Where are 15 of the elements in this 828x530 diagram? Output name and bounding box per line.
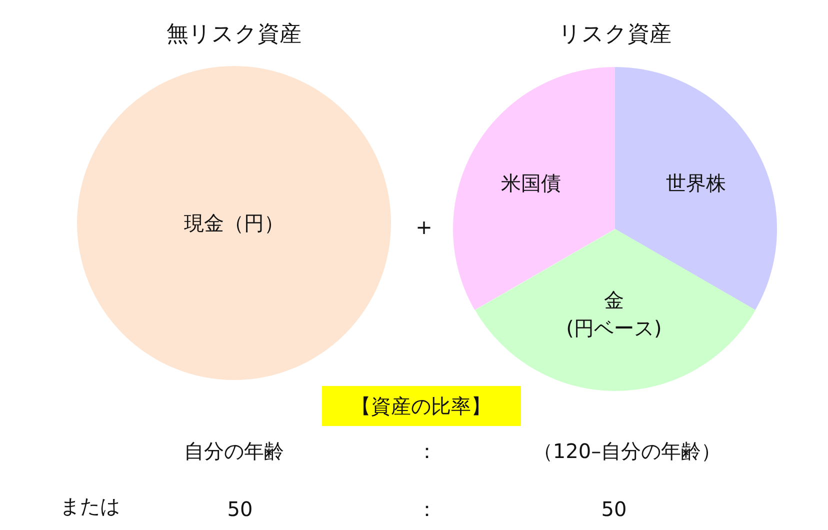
formula-term: 自分の年齢 <box>184 439 284 463</box>
ratio-colon: ： <box>417 439 437 463</box>
ratio-value: 50 <box>601 497 627 521</box>
slice-label: 米国債 <box>501 171 561 195</box>
plus-sign: + <box>416 215 432 239</box>
formula-term: （120–自分の年齢） <box>532 439 722 463</box>
row-label: または <box>60 494 120 518</box>
ratio-colon: ： <box>417 497 437 521</box>
section-heading: 無リスク資産 <box>166 22 302 48</box>
circle-label: 現金（円） <box>184 211 284 235</box>
ratio-heading: 【資産の比率】 <box>322 386 520 426</box>
section-heading: リスク資産 <box>558 22 672 48</box>
slice-label: 世界株 <box>666 171 726 195</box>
slice-label: 金 (円ベース) <box>565 287 663 342</box>
ratio-value: 50 <box>227 497 253 521</box>
